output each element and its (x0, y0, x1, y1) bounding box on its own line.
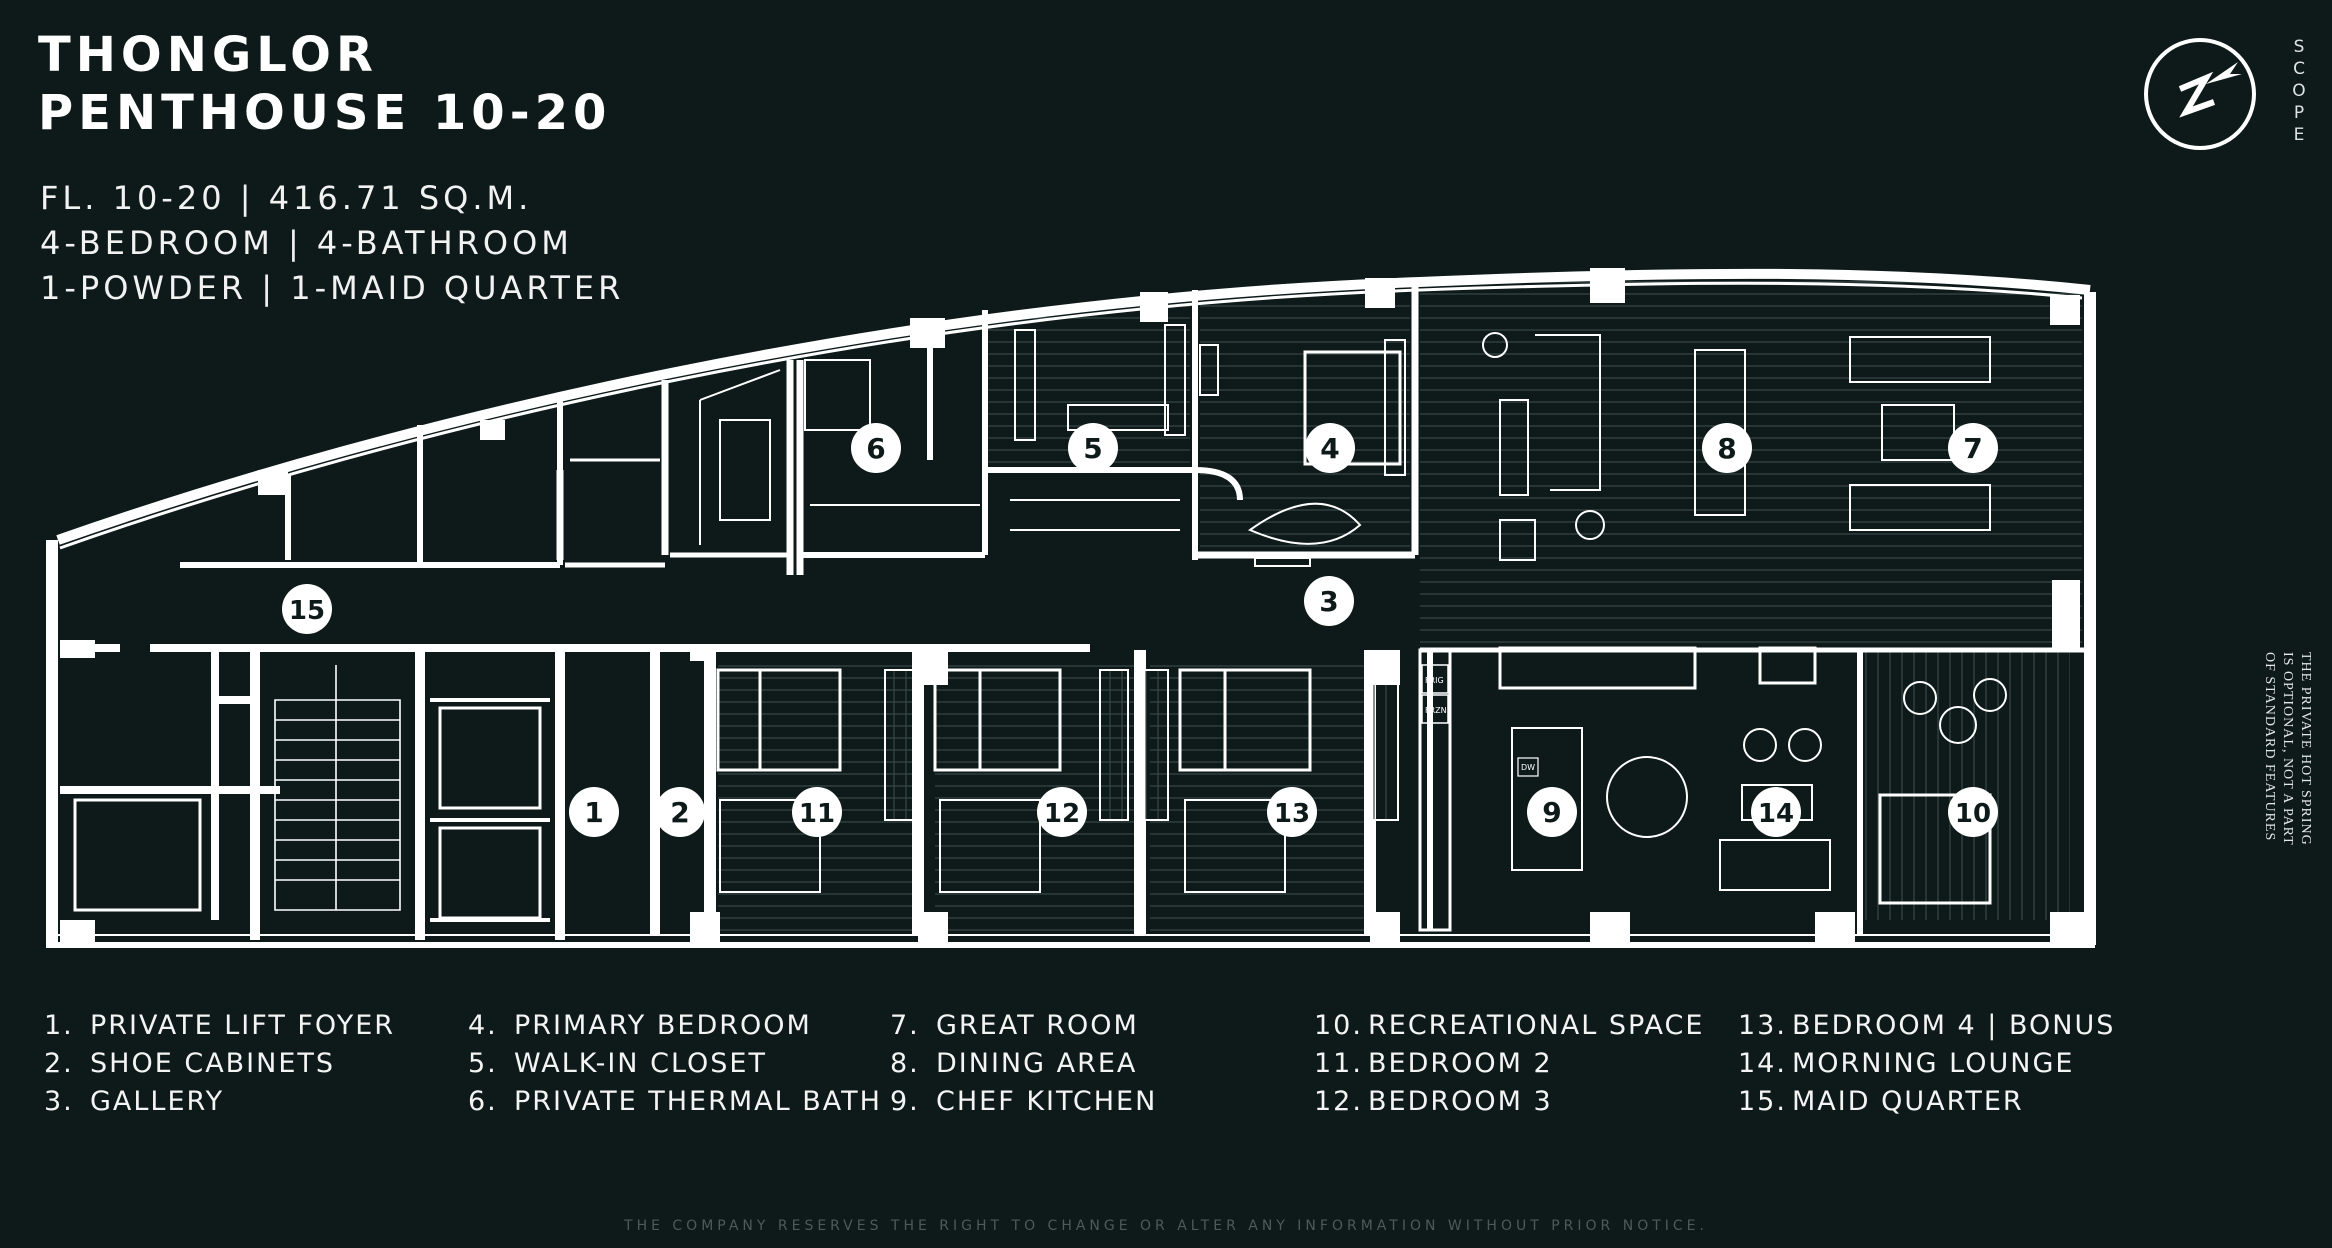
legend-item: 8.DINING AREA (890, 1048, 1138, 1079)
legend-item: 4.PRIMARY BEDROOM (468, 1010, 812, 1041)
legend-item: 6.PRIVATE THERMAL BATH (468, 1086, 882, 1117)
legend-item: 12.BEDROOM 3 (1314, 1086, 1553, 1117)
fridge-label: FRIG (1425, 676, 1444, 685)
compass-logo-icon (2144, 38, 2256, 150)
svg-text:13: 13 (1274, 799, 1310, 829)
room-marker: 1 (569, 787, 619, 837)
title-line-2: PENTHOUSE 10-20 (38, 85, 612, 141)
room-markers: 1 2 3 4 5 6 7 8 (282, 423, 1998, 837)
brand-letter: P (2293, 103, 2305, 123)
room-marker: 15 (282, 584, 332, 634)
plan-title: THONGLOR PENTHOUSE 10-20 (38, 26, 611, 142)
legend-item: 5.WALK-IN CLOSET (468, 1048, 767, 1079)
room-marker: 10 (1948, 787, 1998, 837)
room-marker: 13 (1267, 787, 1317, 837)
svg-text:1: 1 (584, 796, 603, 829)
svg-text:6: 6 (866, 432, 885, 465)
title-line-1: THONGLOR (38, 27, 378, 83)
legend-item: 13.BEDROOM 4 | BONUS (1738, 1010, 2116, 1041)
brand-letter: S (2293, 37, 2305, 57)
note-line-3: OF STANDARD FEATURES (2262, 652, 2277, 842)
room-marker: 12 (1037, 787, 1087, 837)
specs-line-3: 1-POWDER | 1-MAID QUARTER (40, 269, 625, 307)
legend-item: 2.SHOE CABINETS (44, 1048, 336, 1079)
svg-text:11: 11 (799, 799, 835, 829)
room-marker: 9 (1527, 787, 1577, 837)
svg-text:8: 8 (1717, 432, 1736, 465)
svg-text:3: 3 (1319, 585, 1338, 618)
legend-item: 10.RECREATIONAL SPACE (1314, 1010, 1705, 1041)
room-marker: 4 (1305, 423, 1355, 473)
specs-line-2: 4-BEDROOM | 4-BATHROOM (40, 224, 573, 262)
svg-text:9: 9 (1542, 796, 1561, 829)
note-line-2: IS OPTIONAL, NOT A PART (2280, 652, 2295, 846)
legend-item: 1.PRIVATE LIFT FOYER (44, 1010, 396, 1041)
legend-item: 11.BEDROOM 2 (1314, 1048, 1553, 1079)
room-marker: 14 (1751, 787, 1801, 837)
legend-item: 15.MAID QUARTER (1738, 1086, 2024, 1117)
svg-text:14: 14 (1758, 799, 1794, 829)
room-marker: 5 (1068, 423, 1118, 473)
legend-item: 7.GREAT ROOM (890, 1010, 1139, 1041)
note-line-1: THE PRIVATE HOT SPRING (2298, 652, 2313, 846)
room-marker: 8 (1702, 423, 1752, 473)
appliance-labels: FRIG FRZN DW (1421, 664, 1539, 777)
legend-item: 14.MORNING LOUNGE (1738, 1048, 2075, 1079)
specs-line-1: FL. 10-20 | 416.71 SQ.M. (40, 179, 533, 217)
interior-walls (60, 285, 2085, 940)
room-marker: 7 (1948, 423, 1998, 473)
svg-text:7: 7 (1963, 432, 1982, 465)
freezer-label: FRZN (1425, 706, 1447, 715)
svg-text:15: 15 (289, 596, 325, 626)
svg-text:4: 4 (1320, 432, 1339, 465)
hot-spring-note: THE PRIVATE HOT SPRING IS OPTIONAL, NOT … (2260, 652, 2314, 862)
disclaimer: THE COMPANY RESERVES THE RIGHT TO CHANGE… (624, 1218, 1708, 1234)
legend-item: 9.CHEF KITCHEN (890, 1086, 1158, 1117)
structural-columns (60, 268, 2085, 948)
svg-text:10: 10 (1955, 799, 1991, 829)
svg-text:5: 5 (1083, 432, 1102, 465)
room-marker: 6 (851, 423, 901, 473)
svg-text:2: 2 (670, 796, 689, 829)
exterior-walls (46, 268, 2096, 948)
room-marker: 2 (655, 787, 705, 837)
room-marker: 3 (1304, 576, 1354, 626)
brand-letter: C (2293, 59, 2305, 79)
room-marker: 11 (792, 787, 842, 837)
legend-item: 3.GALLERY (44, 1086, 225, 1117)
unit-specs: FL. 10-20 | 416.71 SQ.M. 4-BEDROOM | 4-B… (40, 176, 624, 311)
brand-letter: O (2292, 81, 2306, 101)
svg-text:12: 12 (1044, 799, 1080, 829)
brand-wordmark: S C O P E (2284, 36, 2314, 146)
brand-letter: E (2293, 125, 2305, 145)
dishwasher-label: DW (1521, 763, 1535, 772)
